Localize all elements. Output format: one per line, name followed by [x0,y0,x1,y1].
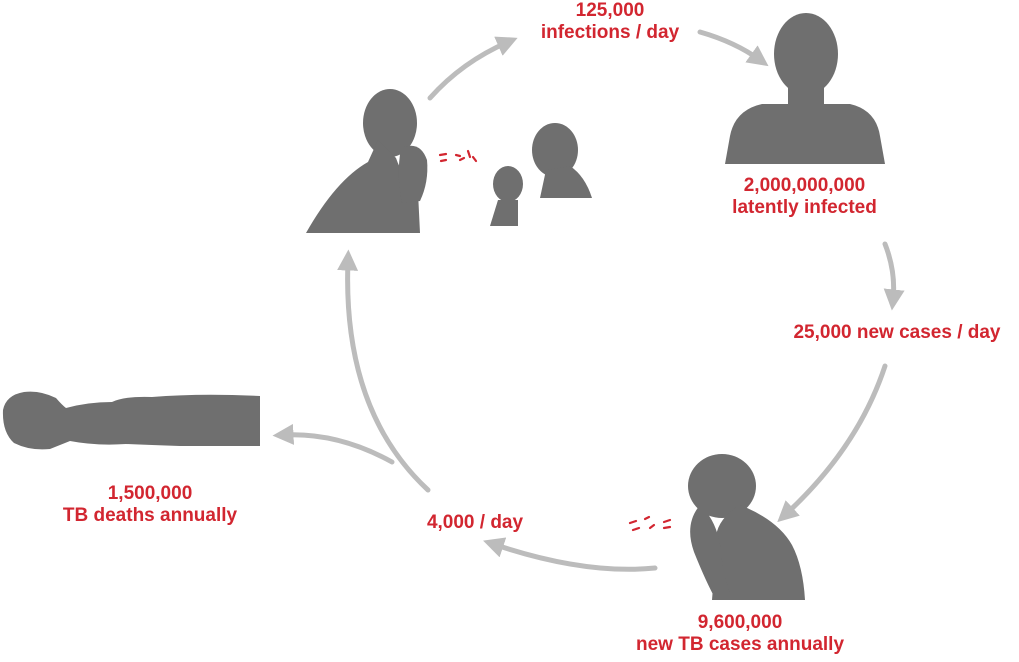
new-cases-per-day-label: 25,000 new cases / day [776,322,1018,344]
arrow-latent-down [882,241,905,311]
person-bust-icon [725,13,885,164]
latent-text: latently infected [732,197,877,218]
deaths-text: TB deaths annually [62,505,238,526]
deaths-number: 1,500,000 [107,483,193,504]
coughing-person-icon [306,89,428,233]
arrow-to-sick [777,363,888,523]
annual-cases-label: 9,600,000 new TB cases annually [615,612,865,656]
latent-number: 2,000,000,000 [743,175,866,196]
latently-infected-label: 2,000,000,000 latently infected [712,175,897,219]
cough-droplets-icon [628,515,672,532]
cough-droplets-icon [438,149,478,163]
annual-number: 9,600,000 [697,612,783,633]
annual-deaths-label: 1,500,000 TB deaths annually [40,483,260,527]
deaths-per-day-label: 4,000 / day [410,512,540,534]
lying-body-icon [2,391,261,450]
coughing-person-icon [688,454,805,600]
arrow-up-to-cougher [337,249,431,493]
children-icon [490,123,592,226]
arrow-to-latent [697,29,769,67]
infections-text: infections / day [540,22,680,43]
annual-text: new TB cases annually [635,634,845,655]
arrow-to-deaths [272,423,395,465]
infections-number: 125,000 [575,0,645,21]
new-cases-day-text: 25,000 new cases / day [793,322,1001,343]
arrow-sick-to-day [483,537,658,572]
infections-per-day-label: 125,000 infections / day [520,0,700,44]
arrow-transmission [427,36,518,101]
deaths-day-text: 4,000 / day [426,512,524,533]
